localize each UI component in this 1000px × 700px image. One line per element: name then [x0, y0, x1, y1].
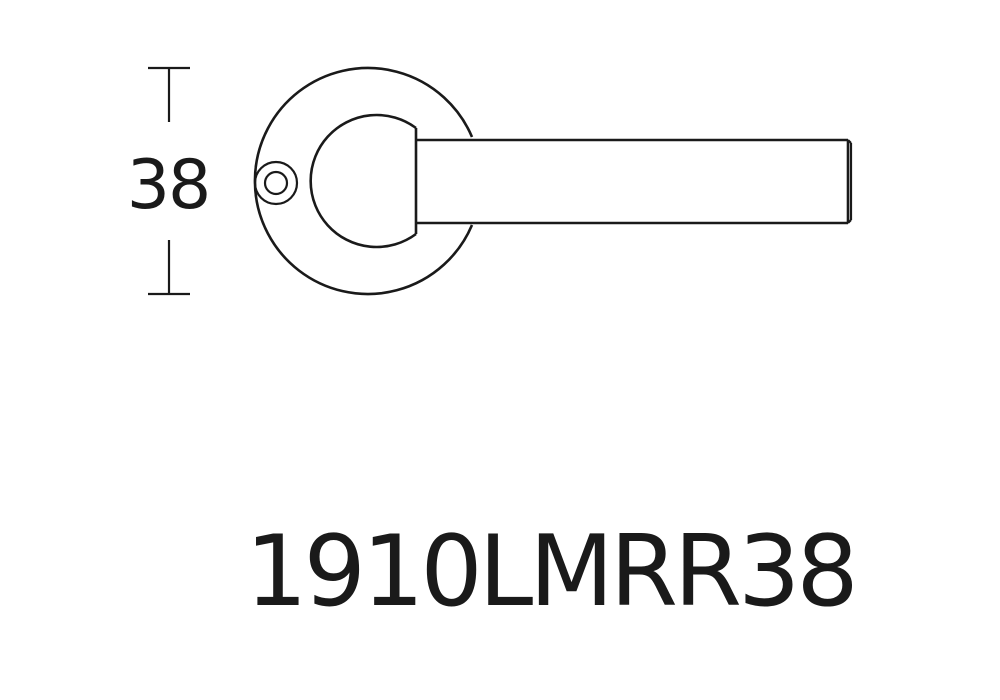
rosette-inner-ring	[309, 113, 417, 249]
lever-end-chamfer-bottom	[847, 219, 852, 224]
set-screw-inner	[263, 170, 289, 196]
lever-handle	[414, 128, 853, 234]
product-code: 1910LMRR38	[245, 515, 858, 629]
set-screw-outer	[253, 160, 299, 206]
lever-end-chamfer-top	[847, 139, 852, 144]
dimension-indicator	[148, 66, 190, 296]
dimension-label: 38	[126, 146, 212, 225]
